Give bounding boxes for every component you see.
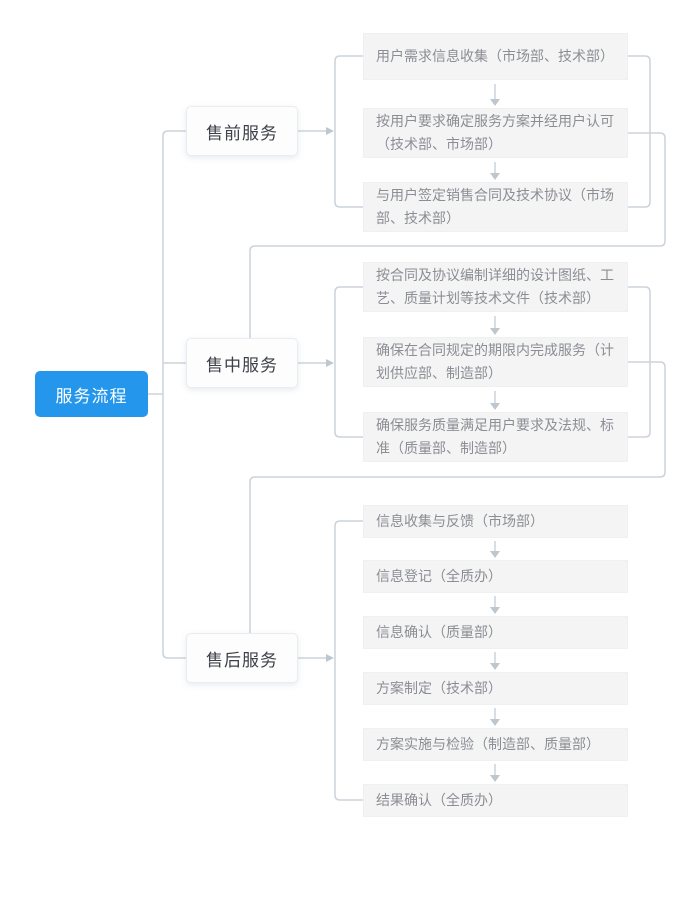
step-box: 确保在合同规定的期限内完成服务（计划供应部、制造部） [363,337,628,387]
arrow-down-icon [490,764,500,782]
arrow-right-icon [298,127,334,135]
connector-right-bracket-presales [628,55,651,208]
step-box: 按合同及协议编制详细的设计图纸、工艺、质量计划等技术文件（技术部） [363,262,628,312]
branch-node-presales: 售前服务 [186,106,298,156]
step-box: 信息登记（全质办） [363,560,628,593]
branch-node-midsales: 售中服务 [186,338,298,388]
step-box: 方案制定（技术部） [363,672,628,705]
arrow-down-icon [490,391,500,410]
connector-trunk [162,130,186,659]
arrow-down-icon [490,652,500,670]
step-box: 信息确认（质量部） [363,616,628,649]
branch-node-aftersales: 售后服务 [186,633,298,683]
step-box: 确保服务质量满足用户要求及法规、标准（质量部、制造部） [363,412,628,462]
arrow-down-icon [490,162,500,180]
connector-right-bracket-midsales [628,286,651,438]
arrow-right-icon [298,359,334,367]
arrow-down-icon [490,84,500,106]
arrow-right-icon [298,654,334,662]
connector-bracket-aftersales [334,520,363,801]
step-box: 结果确认（全质办） [363,784,628,817]
arrow-down-icon [490,316,500,335]
step-box: 按用户要求确定服务方案并经用户认可（技术部、市场部） [363,108,628,158]
step-box: 用户需求信息收集（市场部、技术部） [363,33,628,80]
connector-bracket-midsales [334,286,363,438]
arrow-down-icon [490,708,500,726]
step-box: 方案实施与检验（制造部、质量部） [363,728,628,761]
connector-bracket-presales [334,55,363,208]
step-box: 与用户签定销售合同及技术协议（市场部、技术部） [363,182,628,232]
root-node: 服务流程 [35,371,148,417]
arrow-down-icon [490,541,500,558]
arrow-down-icon [490,596,500,614]
step-box: 信息收集与反馈（市场部） [363,505,628,538]
